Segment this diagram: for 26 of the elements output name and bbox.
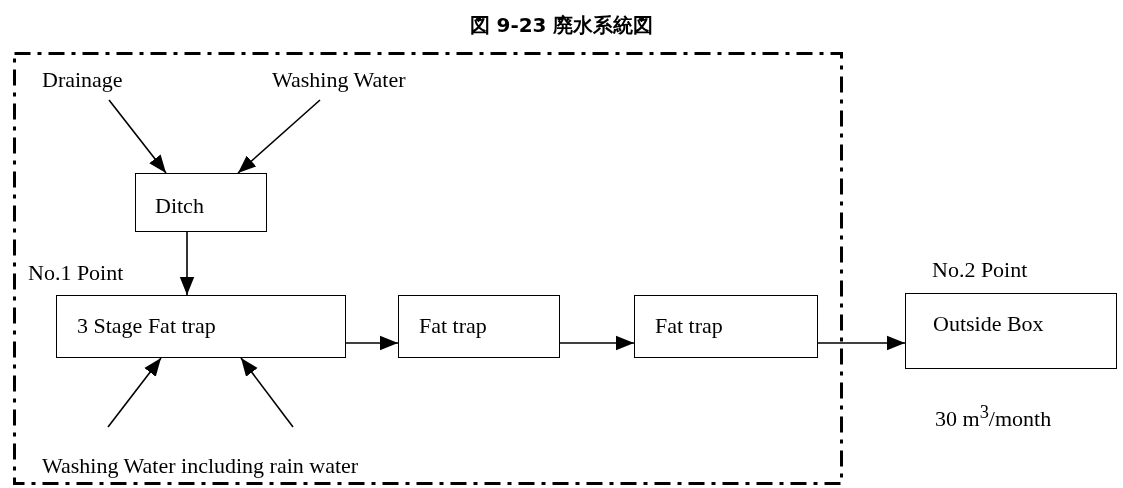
node-note: 30 m$^{3}$/month xyxy=(935,402,1052,432)
arrow xyxy=(108,99,167,174)
process-box xyxy=(56,295,346,358)
node-note: No.2 Point xyxy=(932,258,1028,283)
figure-title: 図 9-23 廃水系統図 xyxy=(469,13,654,37)
arrow xyxy=(237,99,321,174)
flow-source-text: Drainage xyxy=(42,68,123,93)
arrow xyxy=(817,335,906,351)
flow-source-text: Washing Water xyxy=(272,68,406,93)
node-note: No.1 Point xyxy=(28,261,124,286)
process-box xyxy=(905,293,1117,369)
box-label: Ditch xyxy=(155,194,204,219)
box-label: 3 Stage Fat trap xyxy=(77,314,216,339)
process-box xyxy=(135,173,267,232)
dashed-boundary xyxy=(13,52,843,485)
box-label: Fat trap xyxy=(419,314,487,339)
process-box xyxy=(634,295,818,358)
box-label: Outside Box xyxy=(933,312,1044,337)
arrow xyxy=(179,231,195,296)
arrow xyxy=(107,357,162,428)
arrow xyxy=(559,335,635,351)
process-box xyxy=(398,295,560,358)
box-label: Fat trap xyxy=(655,314,723,339)
arrow xyxy=(240,357,294,428)
arrow xyxy=(345,335,399,351)
flow-source-text: Washing Water including rain water xyxy=(42,454,359,479)
